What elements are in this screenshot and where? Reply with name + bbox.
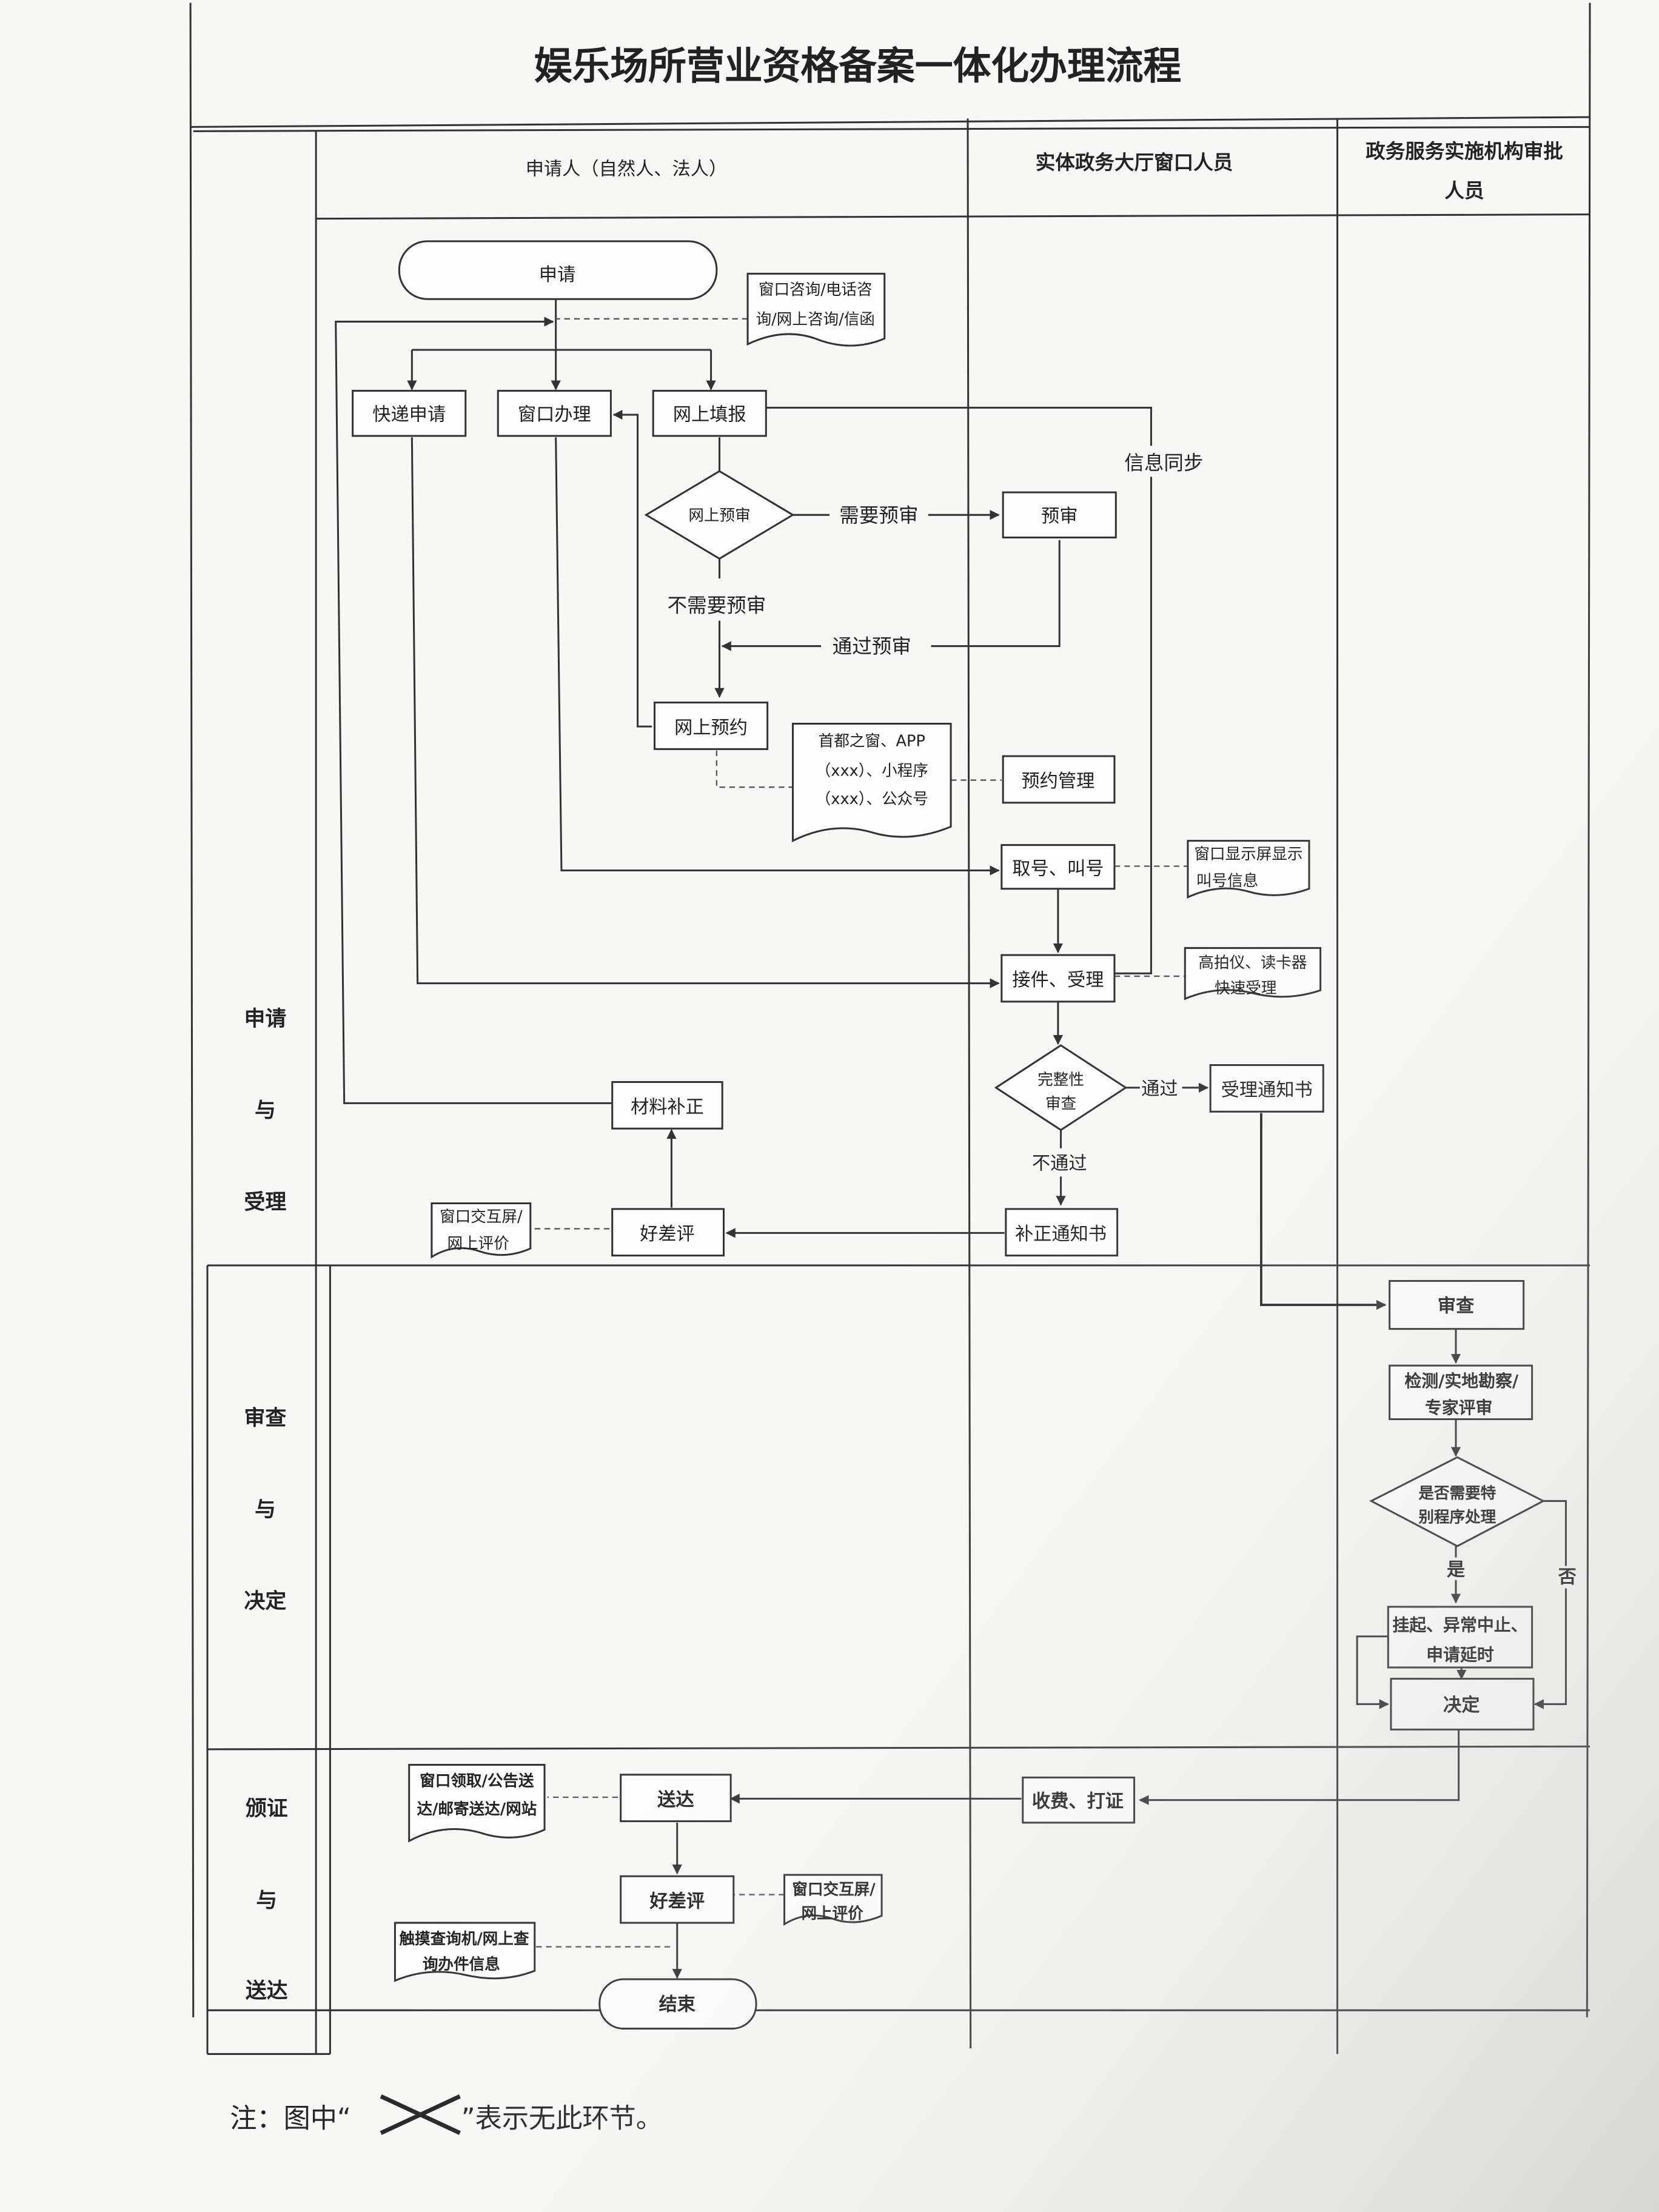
review-label: 审查 <box>1438 1295 1475 1317</box>
phase-word: 颁证 <box>246 1797 288 1821</box>
rating-screen-text-2: 窗口交互屏/ <box>792 1880 876 1899</box>
consultation-text-2: 询/网上咨询/信函 <box>756 310 875 329</box>
phase-word: 审查 <box>244 1406 287 1430</box>
rating-screen-text-2b: 网上评价 <box>801 1905 863 1923</box>
consultation-text: 窗口咨询/电话咨 <box>759 281 873 299</box>
deliver-label: 送达 <box>657 1789 694 1811</box>
end-label: 结束 <box>659 1994 696 2015</box>
inspection-label-2: 专家评审 <box>1425 1398 1493 1418</box>
window-handle-label: 窗口办理 <box>518 404 591 425</box>
yes-label: 是 <box>1447 1560 1466 1581</box>
start-apply-node: 申请 <box>398 240 718 300</box>
inspection-label: 检测/实地勘察/ <box>1404 1371 1519 1391</box>
receive-accept-label: 接件、受理 <box>1012 970 1104 991</box>
display-screen-doc: 窗口显示屏显示 叫号信息 <box>1187 840 1310 899</box>
booking-channels-text-2: （xxx）、小程序 <box>816 762 928 780</box>
suspend-label-2: 申请延时 <box>1426 1644 1494 1664</box>
decision-label: 决定 <box>1443 1695 1480 1716</box>
take-number-label: 取号、叫号 <box>1012 858 1104 879</box>
phase-word: 申请 <box>244 1007 287 1031</box>
precheck-label: 预审 <box>1041 506 1078 527</box>
lane-header-approver: 政务服务实施机构审批 <box>1366 140 1563 163</box>
online-booking-box: 网上预约 <box>653 702 769 750</box>
pass-label: 通过 <box>1141 1078 1178 1099</box>
fee-print-label: 收费、打证 <box>1032 1791 1124 1812</box>
review-box: 审查 <box>1389 1279 1525 1330</box>
accept-notice-box: 受理通知书 <box>1209 1064 1324 1113</box>
query-info-text: 触摸查询机/网上查 <box>399 1930 529 1948</box>
take-number-box: 取号、叫号 <box>1000 844 1116 890</box>
online-precheck-label: 网上预审 <box>688 506 750 525</box>
lane-header-window-staff: 实体政务大厅窗口人员 <box>1036 151 1233 174</box>
query-info-doc: 触摸查询机/网上查 询办件信息 <box>394 1922 536 1982</box>
deliver-ways-text-2: 达/邮寄送达/网站 <box>417 1800 537 1818</box>
consultation-doc: 窗口咨询/电话咨 询/网上咨询/信函 <box>746 272 886 347</box>
booking-channels-text-3: （xxx）、公众号 <box>816 790 928 808</box>
display-screen-text-2: 叫号信息 <box>1196 872 1258 890</box>
query-info-text-2: 询办件信息 <box>423 1955 500 1974</box>
phase-word: 与 <box>255 1099 276 1123</box>
scanner-text-2: 快速受理 <box>1215 979 1276 997</box>
no-label: 否 <box>1558 1566 1577 1587</box>
special-procedure-label-2: 别程序处理 <box>1418 1507 1496 1526</box>
booking-channels-doc: 首都之窗、APP （xxx）、小程序 （xxx）、公众号 <box>791 722 952 843</box>
booking-management-label: 预约管理 <box>1021 771 1094 792</box>
completeness-label: 完整性 <box>1037 1071 1084 1089</box>
end-node: 结束 <box>598 1978 757 2030</box>
need-precheck-label: 需要预审 <box>839 504 918 527</box>
rating-box-2: 好差评 <box>620 1875 735 1924</box>
express-apply-label: 快递申请 <box>372 404 446 425</box>
decision-box: 决定 <box>1390 1678 1535 1731</box>
material-fix-box: 材料补正 <box>611 1081 723 1130</box>
correction-notice-box: 补正通知书 <box>1005 1208 1119 1257</box>
deliver-box: 送达 <box>620 1774 732 1823</box>
suspend-label: 挂起、异常中止、 <box>1392 1615 1527 1635</box>
online-fill-label: 网上填报 <box>673 404 746 425</box>
phase-word: 受理 <box>244 1190 287 1215</box>
window-handle-box: 窗口办理 <box>497 389 612 437</box>
deliver-ways-doc: 窗口领取/公告送 达/邮寄送达/网站 <box>408 1763 546 1843</box>
footnote-suffix: ”表示无此环节。 <box>461 2103 663 2134</box>
receive-accept-box: 接件、受理 <box>1000 954 1116 1003</box>
correction-notice-label: 补正通知书 <box>1015 1224 1107 1245</box>
phase-word: 送达 <box>246 1979 288 2003</box>
completeness-label-2: 审查 <box>1045 1095 1076 1113</box>
lane-header-approver-line2: 人员 <box>1444 179 1484 203</box>
fail-label: 不通过 <box>1032 1153 1087 1175</box>
display-screen-text: 窗口显示屏显示 <box>1194 845 1302 863</box>
no-precheck-label: 不需要预审 <box>667 594 766 617</box>
pass-precheck-label: 通过预审 <box>833 635 911 658</box>
suspend-box: 挂起、异常中止、 申请延时 <box>1387 1606 1533 1669</box>
inspection-box: 检测/实地勘察/ 专家评审 <box>1389 1364 1533 1421</box>
material-fix-label: 材料补正 <box>631 1097 704 1118</box>
rating-screen-doc-2: 窗口交互屏/ 网上评价 <box>783 1874 883 1926</box>
special-procedure-label: 是否需要特 <box>1418 1484 1496 1503</box>
rating-label-1: 好差评 <box>640 1224 695 1245</box>
booking-channels-text: 首都之窗、APP <box>819 732 925 751</box>
rating-box-1: 好差评 <box>611 1208 725 1257</box>
start-apply-label: 申请 <box>539 264 575 286</box>
phase-word: 决定 <box>244 1589 287 1614</box>
rating-screen-doc-1: 窗口交互屏/ 网上评价 <box>431 1202 532 1259</box>
scanner-text: 高拍仪、读卡器 <box>1198 954 1307 972</box>
online-booking-label: 网上预约 <box>674 717 748 739</box>
online-fill-box: 网上填报 <box>652 389 767 437</box>
rating-screen-text-1b: 网上评价 <box>447 1235 509 1253</box>
fee-print-box: 收费、打证 <box>1022 1776 1136 1824</box>
scanner-doc: 高拍仪、读卡器 快速受理 <box>1184 947 1322 1000</box>
rating-screen-text-1: 窗口交互屏/ <box>440 1208 523 1226</box>
page-title: 娱乐场所营业资格备案一体化办理流程 <box>534 44 1182 88</box>
rating-label-2: 好差评 <box>649 1891 705 1912</box>
lane-header-applicant: 申请人（自然人、法人） <box>526 158 728 179</box>
accept-notice-label: 受理通知书 <box>1221 1080 1313 1101</box>
phase-word: 与 <box>255 1498 276 1522</box>
phase-word: 与 <box>256 1888 277 1912</box>
footnote-prefix: 注：图中“ <box>230 2103 351 2134</box>
precheck-box: 预审 <box>1002 491 1117 538</box>
deliver-ways-text: 窗口领取/公告送 <box>420 1771 534 1790</box>
info-sync-label: 信息同步 <box>1124 452 1203 475</box>
express-apply-box: 快递申请 <box>352 389 467 437</box>
booking-management-box: 预约管理 <box>1002 755 1116 804</box>
